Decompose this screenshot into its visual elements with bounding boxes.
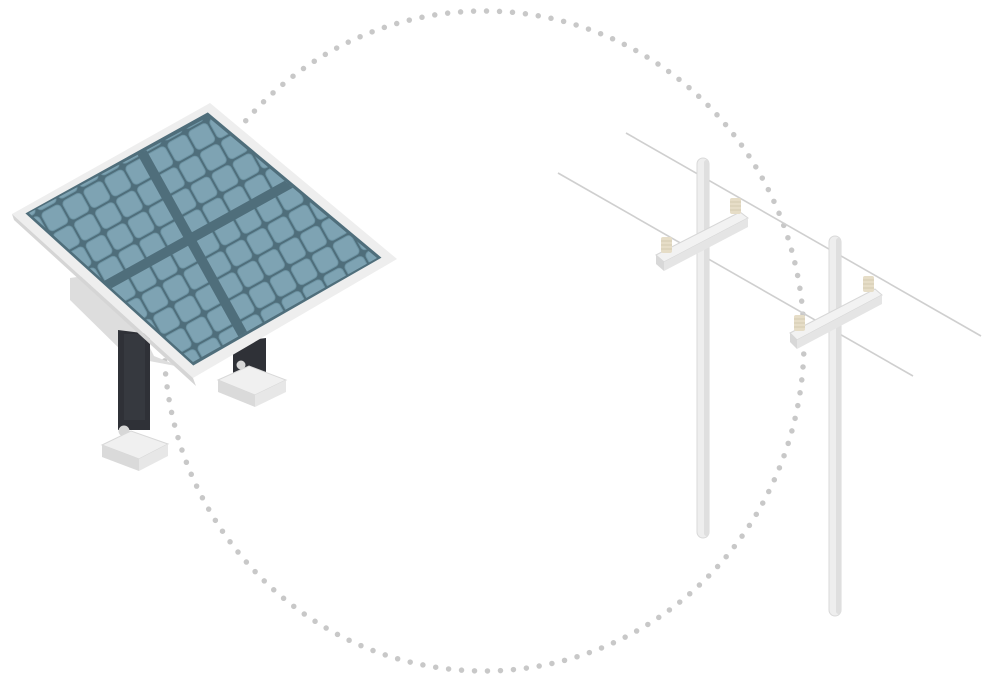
pole-left-shadow [704, 160, 709, 536]
pole-left-crossarm-front [664, 218, 748, 271]
right-base-front [255, 380, 286, 407]
right-base-side [218, 380, 255, 407]
right-bolt [236, 360, 246, 370]
insulator-left-b [730, 198, 741, 214]
insulator-right-b [863, 276, 874, 292]
left-base-front [139, 444, 168, 471]
wire-top [625, 132, 982, 337]
solar-panel-icon [12, 103, 397, 471]
pole-right-crossarm-front [797, 295, 882, 349]
left-support-face [124, 334, 145, 420]
insulator-right-a [794, 315, 805, 331]
insulator-left-a [661, 237, 672, 253]
pole-right-crossarm-side [790, 333, 797, 349]
pole-left-crossarm-side [656, 255, 664, 271]
utility-pole-icon [789, 235, 883, 617]
power-lines [557, 132, 982, 377]
wire-bottom [557, 172, 914, 377]
panel-border [18, 107, 389, 371]
pole-right-shadow [836, 238, 841, 614]
utility-pole-icon [655, 157, 749, 539]
panel-frame-edge [12, 214, 196, 386]
left-base-side [102, 445, 139, 471]
